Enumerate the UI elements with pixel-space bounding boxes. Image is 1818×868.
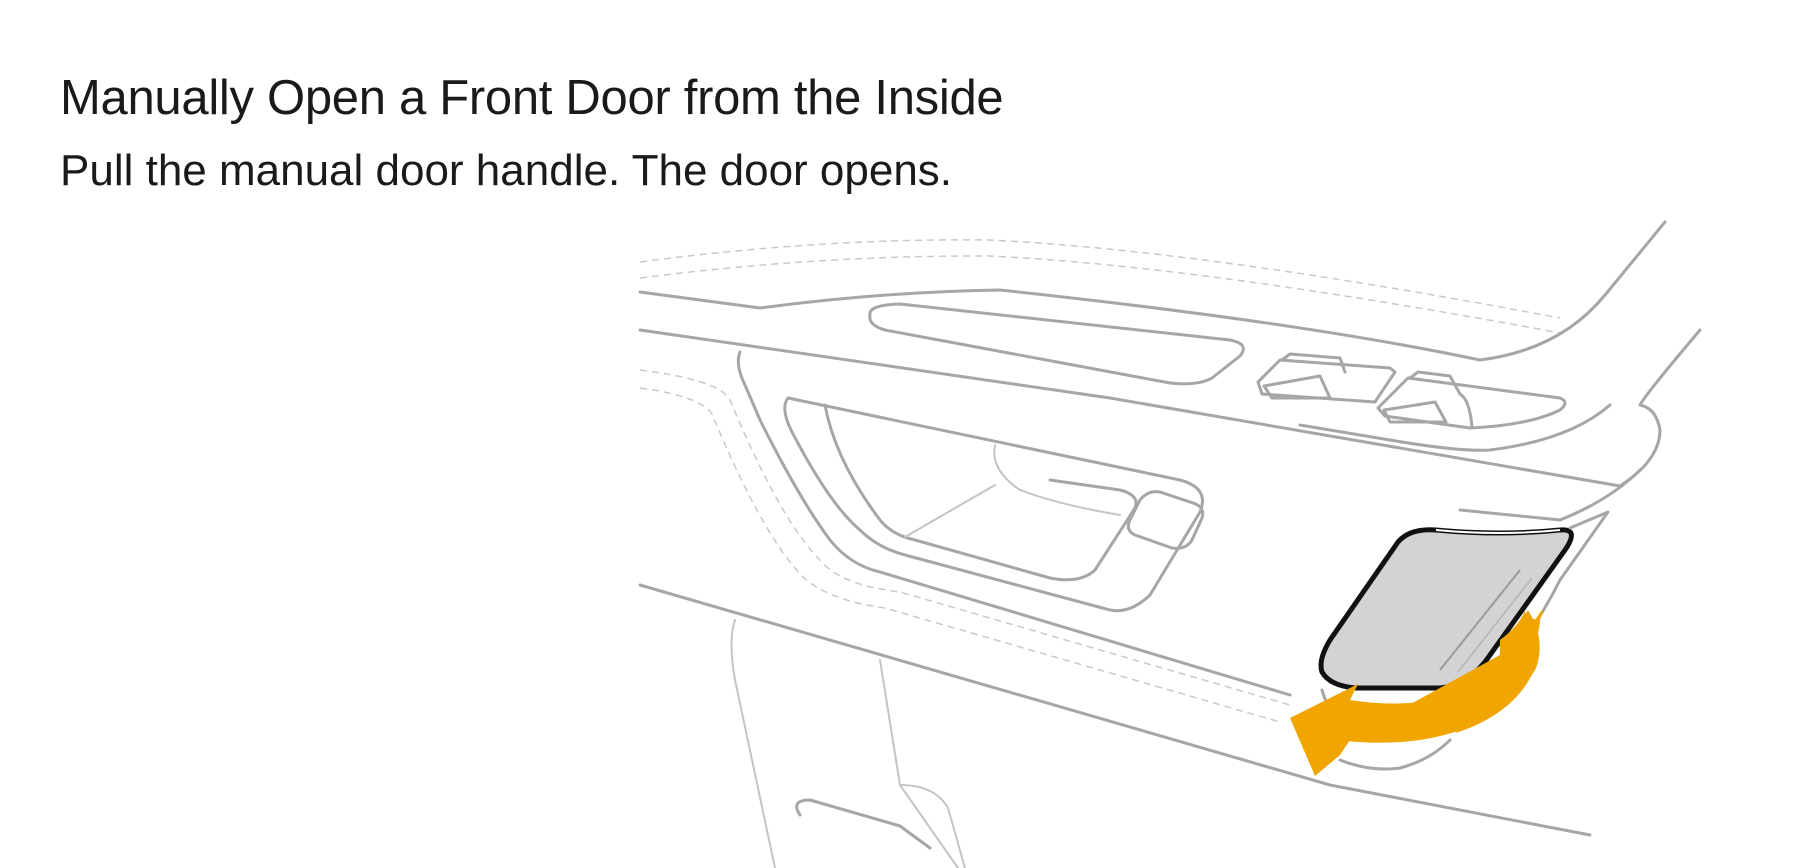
instruction-text: Pull the manual door handle. The door op… [60, 146, 953, 195]
stitch-lines [639, 239, 1561, 723]
pull-handle-recess [783, 396, 1205, 613]
page-title: Manually Open a Front Door from the Insi… [60, 71, 1004, 125]
window-switch-panel [1256, 352, 1567, 430]
door-pocket [638, 583, 1592, 868]
pull-direction-arrow-icon [1290, 610, 1544, 776]
armrest [638, 220, 1702, 697]
